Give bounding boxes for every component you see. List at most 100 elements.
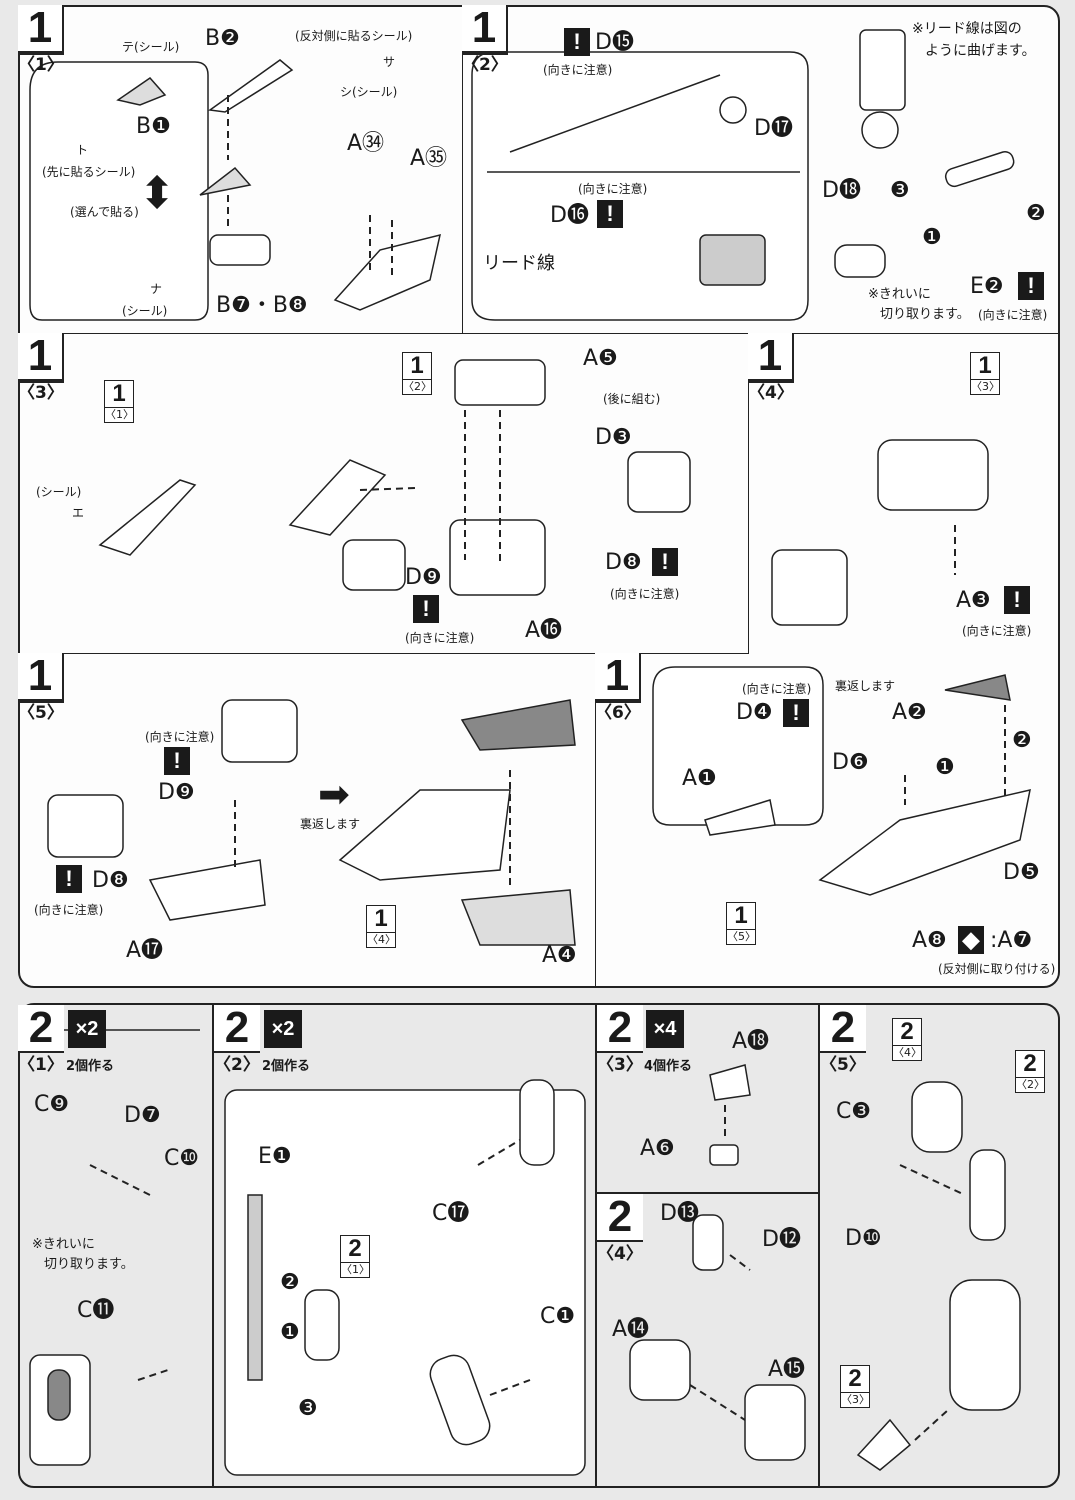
caution-icon: ! [783, 699, 809, 727]
quantity-badge: ×4 [646, 1010, 684, 1048]
substep-number: 〈3〉 [597, 1055, 643, 1075]
part-label: D⓲ [822, 178, 861, 203]
substep-number: 〈5〉 [820, 1055, 866, 1075]
ref-substep: 〈4〉 [893, 1046, 922, 1059]
opposite-side-icon: ◆ [958, 926, 984, 954]
step-number: 2 [820, 1005, 866, 1053]
caution-note: (向きに注意) [610, 587, 680, 601]
caution-note: (向きに注意) [145, 730, 215, 744]
part-label: A⓮ [612, 1317, 650, 1342]
sticker-label: テ(シール) [122, 40, 180, 54]
ref-substep: 〈5〉 [727, 930, 756, 943]
ref-substep: 〈2〉 [1016, 1078, 1045, 1091]
step-badge: 2〈1〉 [18, 1005, 64, 1075]
ref-step: 1 [105, 381, 133, 408]
caution-icon: ! [413, 595, 439, 623]
flip-note: 裏返します [300, 817, 361, 831]
caution-note: (向きに注意) [34, 903, 104, 917]
ref-step: 1 [403, 353, 431, 380]
part-label: D⓰ [550, 203, 589, 228]
caution-icon: ! [564, 28, 590, 56]
caution-note: (向きに注意) [742, 682, 812, 696]
lead-wire-label: リード線 [483, 253, 555, 274]
step-badge: 2〈4〉 [597, 1194, 643, 1264]
part-label: C⓱ [432, 1201, 470, 1226]
note: ように曲げます。 [925, 43, 1036, 59]
caution-note: (向きに注意) [962, 624, 1032, 638]
part-label: A㉟ [410, 146, 448, 171]
ref-substep: 〈1〉 [105, 408, 134, 421]
substep-number: 〈1〉 [18, 55, 64, 75]
step-number: 2 [214, 1005, 260, 1053]
note: ※リード線は図の [912, 21, 1022, 37]
make-count: 4個作る [644, 1059, 693, 1074]
step-number: 1 [595, 653, 639, 701]
part-label: E❶ [258, 1144, 292, 1169]
part-label: D❺ [1003, 860, 1040, 885]
part-label: C❶ [540, 1304, 576, 1329]
sticker-label: ト [76, 143, 89, 157]
ref-step: 1 [971, 353, 999, 380]
part-label: B❶ [136, 114, 171, 139]
step-badge: 1〈2〉 [462, 5, 508, 75]
part-label: A❹ [542, 943, 577, 968]
substep-number: 〈4〉 [748, 383, 794, 403]
select-arrow-icon: ⬍ [138, 168, 176, 219]
part-label: A❷ [892, 700, 927, 725]
note: ※きれいに [868, 287, 931, 302]
part-label: A❸ [956, 588, 991, 613]
note: 切り取ります。 [44, 1257, 134, 1272]
quantity-badge: ×2 [68, 1010, 106, 1048]
order-marker: ❷ [280, 1270, 300, 1295]
step-badge: 2〈2〉 [214, 1005, 260, 1075]
part-label: D❽ [605, 550, 642, 575]
note: (先に貼るシール) [42, 165, 136, 179]
substep-number: 〈1〉 [18, 1055, 64, 1075]
step-1-6-panel [595, 653, 1060, 987]
note: (反対側に取り付ける) [938, 962, 1056, 976]
caution-icon: ! [56, 865, 82, 893]
part-label: A❺ [583, 346, 618, 371]
divider [595, 1005, 597, 1487]
part-label: A㉞ [347, 131, 385, 156]
order-marker: ❷ [1012, 728, 1032, 753]
part-label: A⓲ [732, 1029, 770, 1054]
ref-substep: 〈3〉 [841, 1393, 870, 1406]
part-label: C❿ [164, 1146, 200, 1171]
step-badge: 1〈1〉 [18, 5, 64, 75]
ref-step: 2 [341, 1236, 369, 1263]
step-number: 2 [597, 1005, 643, 1053]
part-label: D❾ [405, 565, 442, 590]
caution-note: (向きに注意) [978, 308, 1048, 322]
note: ※きれいに [32, 1237, 95, 1252]
substep-number: 〈6〉 [595, 703, 641, 723]
part-label: B❷ [205, 26, 240, 51]
part-label: D⓱ [754, 116, 793, 141]
part-label: D❾ [158, 780, 195, 805]
part-label: A❽ [912, 928, 947, 953]
caution-note: (向きに注意) [405, 631, 475, 645]
flip-note: 裏返します [835, 679, 896, 693]
ref-step: 2 [1016, 1051, 1044, 1078]
part-label: D⓯ [595, 30, 634, 55]
part-label: C❾ [34, 1092, 70, 1117]
step-badge: 1〈3〉 [18, 333, 64, 403]
step-number: 1 [18, 5, 62, 53]
order-marker: ❶ [922, 225, 942, 250]
step-badge: 2〈5〉 [820, 1005, 866, 1075]
part-label: A⓯ [768, 1357, 806, 1382]
divider [595, 1192, 819, 1194]
divider [212, 1005, 214, 1487]
substep-number: 〈2〉 [462, 55, 508, 75]
part-label: :A❼ [990, 928, 1033, 953]
ref-step: 1 [727, 903, 755, 930]
part-label: D❿ [845, 1226, 882, 1251]
reference-box: 1〈2〉 [402, 352, 432, 395]
reference-box: 2〈4〉 [892, 1018, 922, 1061]
step-badge: 2〈3〉 [597, 1005, 643, 1075]
ref-step: 1 [367, 906, 395, 933]
part-label: D❹ [736, 700, 773, 725]
step-badge: 1〈5〉 [18, 653, 64, 723]
order-marker: ❸ [890, 178, 910, 203]
